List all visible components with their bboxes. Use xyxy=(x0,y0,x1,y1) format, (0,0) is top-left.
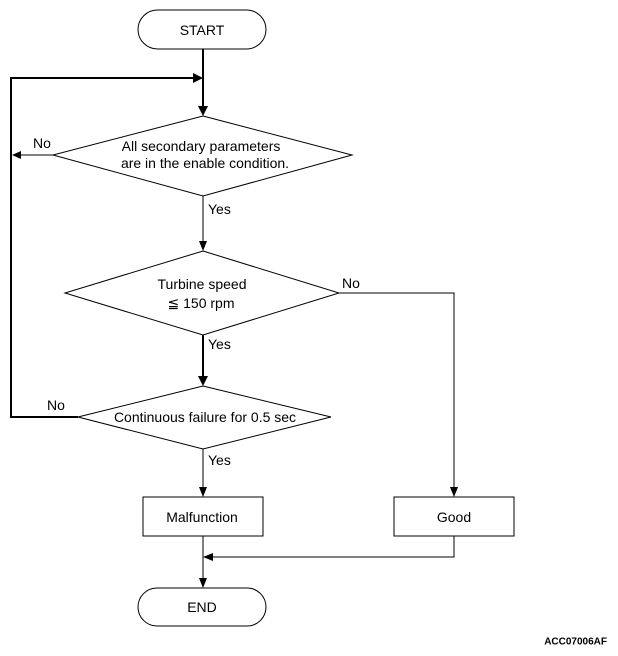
arrowhead-failure-top xyxy=(198,376,208,386)
secondary-no-label: No xyxy=(33,135,51,151)
start-terminal xyxy=(137,9,267,50)
arrowhead-turbine-top xyxy=(199,241,207,251)
failure-yes-label: Yes xyxy=(208,452,231,468)
connector-turbine-no xyxy=(339,292,455,489)
start-label: START xyxy=(180,22,225,38)
arrowhead-secondary-top xyxy=(198,106,208,116)
connector-loop-back xyxy=(10,77,195,418)
decision-turbine-line1: Turbine speed xyxy=(158,276,247,292)
connector-good-to-join xyxy=(211,536,455,558)
decision-continuous-failure xyxy=(77,385,332,450)
arrowhead-secondary-no xyxy=(12,151,21,159)
decision-secondary-line1: All secondary parameters xyxy=(122,138,281,154)
turbine-no-label: No xyxy=(342,275,360,291)
arrowhead-loop-back xyxy=(193,73,203,83)
arrowhead-end-top xyxy=(199,578,207,588)
good-box xyxy=(393,496,515,537)
decision-secondary-parameters xyxy=(51,115,354,197)
turbine-yes-label: Yes xyxy=(208,336,231,352)
figure-code: ACC07006AF xyxy=(544,637,607,648)
arrowhead-join xyxy=(203,553,213,561)
end-terminal xyxy=(137,587,267,627)
end-label: END xyxy=(187,599,217,615)
decision-turbine-speed xyxy=(63,250,341,336)
malfunction-box xyxy=(142,496,264,537)
failure-no-label: No xyxy=(47,397,65,413)
decision-secondary-line2: are in the enable condition. xyxy=(121,155,289,171)
decision-turbine-line2: ≦ 150 rpm xyxy=(168,295,235,311)
good-label: Good xyxy=(437,509,471,525)
arrowhead-malfunction-top xyxy=(199,487,207,497)
secondary-yes-label: Yes xyxy=(208,201,231,217)
malfunction-label: Malfunction xyxy=(166,509,238,525)
decision-failure-label: Continuous failure for 0.5 sec xyxy=(114,409,296,425)
arrowhead-good-top xyxy=(450,487,458,497)
